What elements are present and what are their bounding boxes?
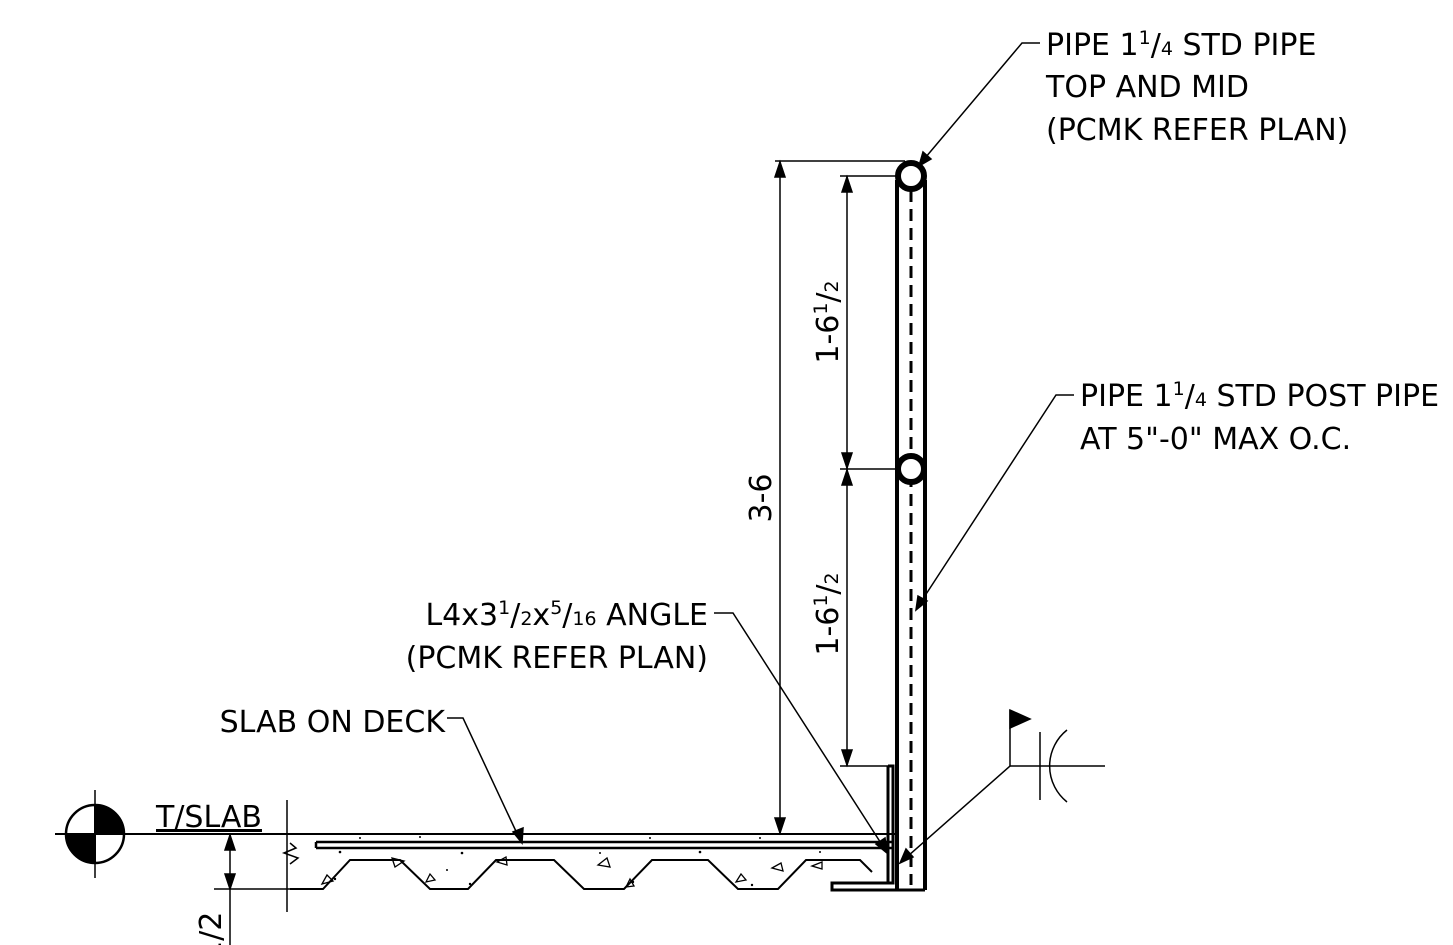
post-pipe <box>895 180 927 892</box>
rail-spacing-dimension-line <box>840 174 897 768</box>
mid-rail-pipe <box>895 453 927 485</box>
callout-post-pipe-line2: AT 5"-0" MAX O.C. <box>1080 422 1351 457</box>
concrete-dots <box>333 836 821 887</box>
callout-pipe-top-line1: PIPE 11/4 STD PIPE <box>1046 27 1316 63</box>
callout-post-pipe-line1: PIPE 11/4 STD POST PIPE <box>1080 378 1439 414</box>
elevation-marker <box>64 790 126 878</box>
callout-angle-line2: (PCMK REFER PLAN) <box>406 641 708 676</box>
slab-break-line <box>281 842 300 865</box>
callout-angle-line1: L4x31/2x5/16 ANGLE <box>425 597 708 633</box>
leader-lines <box>447 42 1074 855</box>
dimension-upper-rail-spacing: 1-61/2 <box>810 280 846 363</box>
dimension-slab-thickness: 1/2 <box>194 912 229 945</box>
metal-deck-profile <box>290 859 873 890</box>
weld-symbol <box>898 708 1105 865</box>
linework <box>55 42 1105 945</box>
dimension-overall: 3-6 <box>744 474 779 523</box>
slab-reinforcement <box>314 840 894 850</box>
top-rail-pipe <box>895 160 927 192</box>
callout-pipe-top-line3: (PCMK REFER PLAN) <box>1046 113 1348 148</box>
dimension-lower-rail-spacing: 1-61/2 <box>810 572 846 655</box>
elevation-label: T/SLAB <box>155 800 262 835</box>
callout-pipe-top-line2: TOP AND MID <box>1045 70 1249 105</box>
overall-dimension-line <box>773 159 905 836</box>
edge-angle <box>830 764 897 892</box>
callout-slab-on-deck: SLAB ON DECK <box>220 705 447 740</box>
slab-thickness-dimension <box>214 832 290 945</box>
concrete-hatch <box>320 855 823 888</box>
